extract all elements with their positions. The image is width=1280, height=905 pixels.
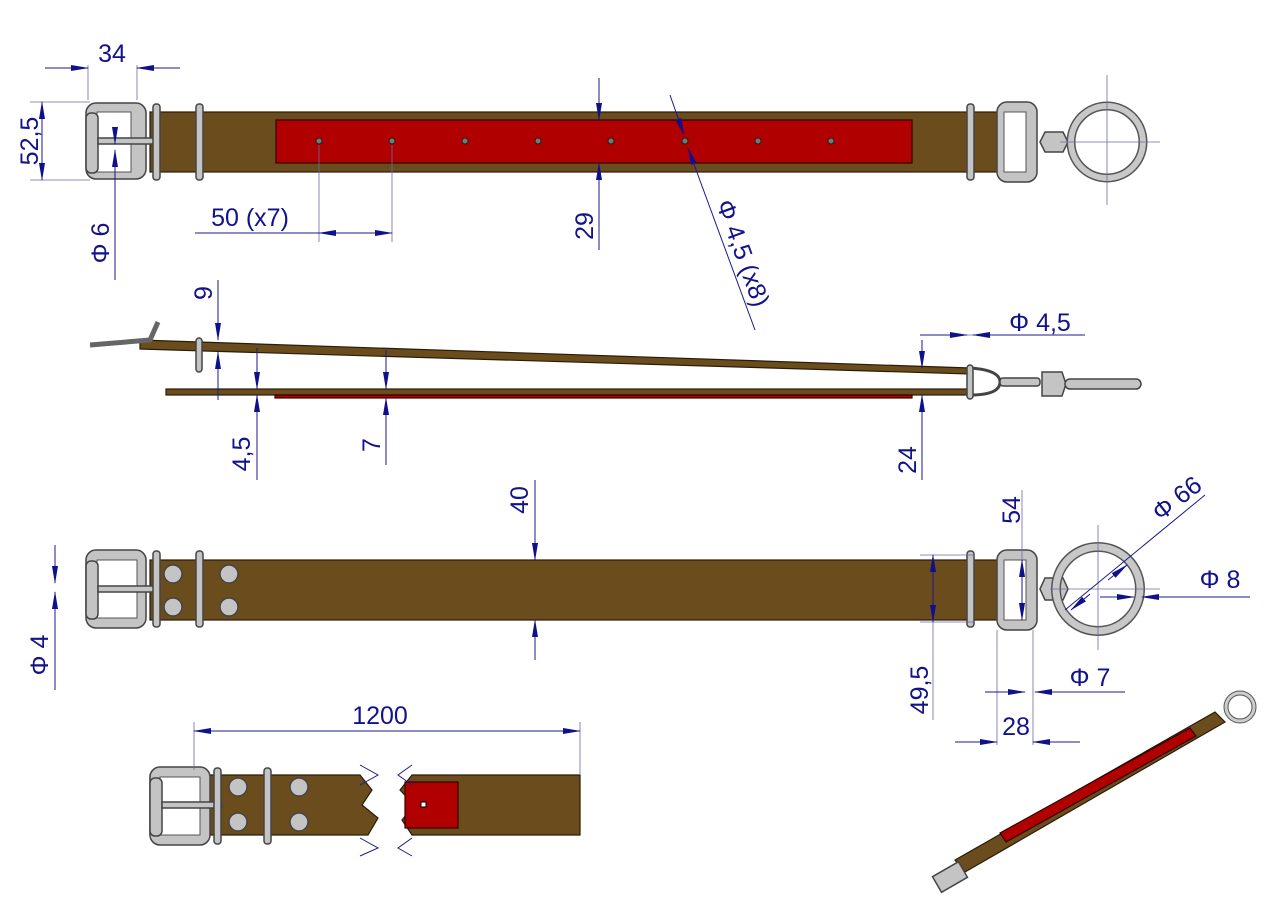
strap-upper-side — [139, 339, 971, 375]
d-ring — [996, 549, 1038, 631]
strap-lower-side — [165, 388, 971, 396]
dim-rivet-diameter: Φ 4 — [26, 635, 54, 676]
buckle — [85, 102, 159, 180]
rivets — [163, 564, 239, 617]
panel-detail — [404, 781, 459, 829]
ring-side — [1064, 378, 1142, 390]
dim-buckle-width: 34 — [98, 40, 126, 68]
dim-buckle-height: 52,5 — [16, 117, 44, 166]
isometric-view — [931, 690, 1257, 894]
keeper-loop — [195, 103, 204, 181]
dim-length: 1200 — [352, 702, 408, 730]
keeper-loop — [966, 103, 975, 181]
dim-hole-diameter: Φ 4,5 (x8) — [710, 196, 775, 310]
buckle — [85, 549, 159, 629]
dim-panel-thickness: 7 — [358, 438, 386, 452]
top-view: 34 52,5 Φ 6 50 (x7) 29 Φ 4,5 (x8) — [16, 40, 1160, 331]
dim-thickness-top: 9 — [190, 286, 218, 300]
detail-view: 1200 — [149, 702, 581, 857]
keeper-loop — [152, 103, 161, 181]
swivel-side — [999, 377, 1041, 387]
dim-strap-width: 40 — [506, 486, 534, 514]
panel-side — [274, 394, 913, 399]
dim-hole-pitch: 50 (x7) — [211, 204, 289, 232]
dim-dring-height: 54 — [998, 496, 1026, 524]
keeper-side — [966, 364, 974, 400]
d-ring — [996, 101, 1038, 183]
front-view: 40 54 Φ 66 Φ 8 Φ 4 49,5 Φ 7 28 — [26, 471, 1250, 745]
dim-ring-wire: Φ 8 — [1200, 566, 1241, 594]
dim-dring-wire: Φ 7 — [1070, 664, 1111, 692]
dim-loop-height: 49,5 — [906, 666, 934, 715]
red-panel — [275, 119, 913, 164]
strap-front — [149, 559, 1001, 621]
dim-leather-thickness: 4,5 — [228, 437, 256, 472]
dim-pin-diameter: Φ 6 — [87, 223, 115, 264]
dim-loop-diameter: Φ 4,5 — [1009, 309, 1071, 337]
panel-holes — [315, 137, 835, 145]
side-view: 9 Φ 4,5 4,5 7 24 — [89, 280, 1142, 480]
keeper-side — [195, 337, 203, 373]
dim-panel-width: 29 — [571, 212, 599, 240]
dim-end-height: 24 — [894, 446, 922, 474]
dim-dring-depth: 28 — [1002, 713, 1030, 741]
buckle-side — [89, 320, 161, 348]
swivel-nut — [1039, 131, 1069, 153]
buckle — [149, 766, 223, 846]
